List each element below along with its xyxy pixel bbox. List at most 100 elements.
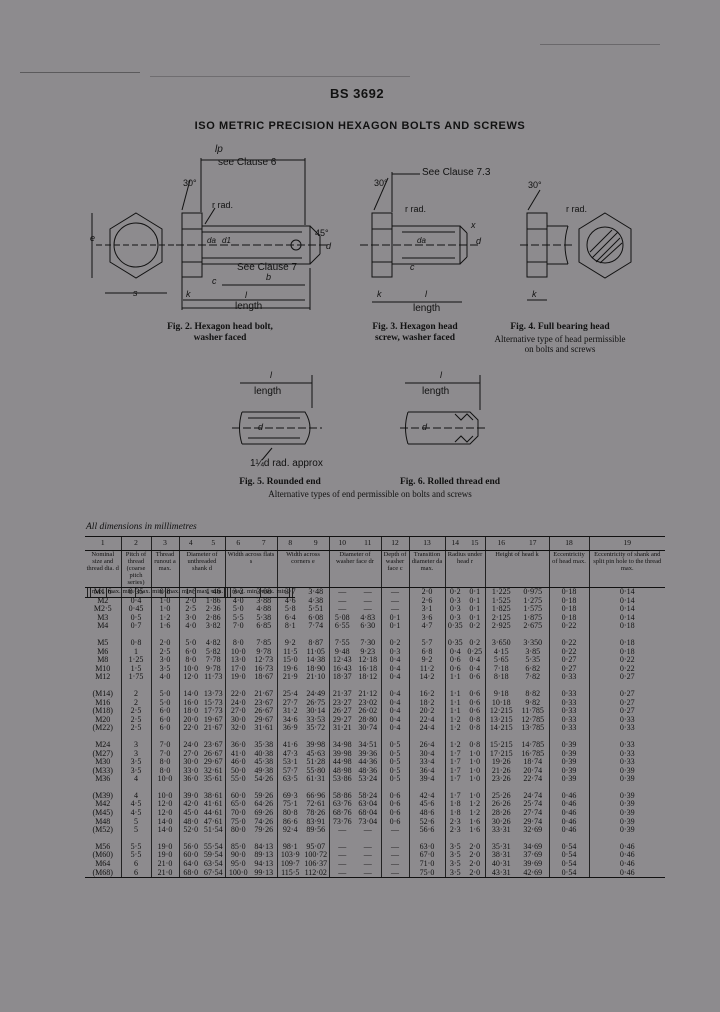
table-cell: 7·0 bbox=[150, 749, 179, 759]
table-cell: 0·18 bbox=[548, 605, 589, 614]
table-cell bbox=[85, 784, 121, 792]
table-cell: 0·2 bbox=[469, 622, 481, 631]
table-cell: 0·27 bbox=[588, 689, 665, 699]
table-cell: 1 bbox=[120, 647, 151, 657]
table-cell: 86·6 bbox=[276, 817, 303, 827]
table-cell: 1·86 bbox=[205, 596, 221, 605]
table-cell: 39·98 bbox=[306, 740, 326, 749]
table-cell: 6·82 bbox=[525, 664, 541, 673]
table-cell: 19·0 bbox=[224, 673, 251, 682]
table-cell: M6 bbox=[97, 647, 109, 656]
table-cell: 29·67 bbox=[254, 715, 274, 724]
table-cell: 23·67 bbox=[254, 698, 274, 707]
table-cell: 12·43 bbox=[328, 656, 355, 665]
table-cell: 8·87 bbox=[308, 638, 324, 647]
table-cell: 1·0 bbox=[469, 766, 481, 775]
table-cell: 0·27 bbox=[548, 656, 589, 665]
table-cell: 3·650 bbox=[484, 638, 517, 648]
table-cell bbox=[548, 681, 589, 690]
fig6-caption: Fig. 6. Rolled thread end bbox=[399, 477, 501, 487]
table-cell: 40·31 bbox=[484, 860, 517, 869]
table-cell: 5·5 bbox=[120, 842, 151, 852]
table-cell: 0·46 bbox=[588, 868, 665, 879]
table-cell: 2·0 bbox=[469, 851, 481, 860]
table-cell: 35·31 bbox=[484, 842, 517, 852]
table-cell: M4 bbox=[97, 622, 109, 631]
fig3-angle-label: 30° bbox=[374, 178, 388, 188]
fig5-rounded-end-drawing bbox=[232, 375, 322, 461]
fig2-clause7-label: See Clause 7 bbox=[237, 262, 298, 273]
table-cell: 22·0 bbox=[178, 724, 202, 733]
fig3-length-label: length bbox=[413, 303, 441, 314]
table-cell: 69·3 bbox=[276, 791, 303, 801]
table-cell: 10·0 bbox=[224, 647, 251, 657]
table-cell: 55·80 bbox=[306, 766, 326, 775]
table-cell bbox=[276, 834, 303, 843]
table-cell: 6·55 bbox=[328, 622, 355, 631]
table-cell: 0·4 bbox=[380, 724, 409, 733]
table-cell bbox=[484, 630, 517, 639]
table-cell: 1·575 bbox=[523, 605, 543, 614]
table-cell: 1·825 bbox=[484, 605, 517, 614]
table-cell: 30·26 bbox=[484, 817, 517, 827]
table-cell: 0·4 bbox=[380, 656, 409, 665]
table-cell: 3·5 bbox=[150, 664, 179, 674]
table-cell: 67·0 bbox=[408, 851, 445, 861]
table-cell: 0·6 bbox=[469, 698, 481, 707]
table-cell: 1·25 bbox=[120, 656, 151, 665]
table-cell: 27·0 bbox=[178, 749, 202, 759]
table-cell: 26·67 bbox=[254, 707, 274, 716]
row-spacer bbox=[85, 783, 665, 792]
table-cell: 31·2 bbox=[276, 707, 303, 716]
table-cell bbox=[150, 732, 179, 741]
table-cell: (M52) bbox=[92, 826, 113, 835]
table-cell bbox=[355, 682, 381, 690]
table-cell: 41·6 bbox=[276, 740, 303, 750]
table-cell bbox=[150, 630, 179, 639]
table-cell: 90·0 bbox=[224, 851, 251, 861]
fig2-caption: Fig. 2. Hexagon head bolt,washer faced bbox=[167, 322, 273, 343]
table-cell: 0·2 bbox=[444, 588, 465, 597]
table-cell: 8·0 bbox=[150, 758, 179, 767]
fig3-l-label: l bbox=[425, 289, 427, 299]
table-cell: 8·0 bbox=[224, 638, 251, 648]
table-cell: 0·14 bbox=[588, 613, 665, 623]
table-cell: 2 bbox=[120, 689, 151, 699]
table-cell: 5·7 bbox=[408, 638, 445, 648]
table-cell: 4 bbox=[120, 791, 151, 801]
table-cell: — bbox=[363, 588, 372, 596]
table-cell: 9·23 bbox=[360, 647, 376, 656]
table-cell: 0·39 bbox=[588, 800, 665, 810]
table-cell: 6·4 bbox=[276, 613, 303, 623]
dimensions-table: 1 2 3 4 5 6 7 8 9 10 11 12 13 14 15 16 1… bbox=[85, 536, 665, 879]
table-cell: 0·18 bbox=[548, 588, 589, 597]
table-cell: 4·83 bbox=[360, 613, 376, 622]
table-cell: 7·85 bbox=[256, 638, 272, 647]
table-cell: 26·75 bbox=[306, 698, 326, 707]
table-cell: 0·4 bbox=[469, 656, 481, 665]
table-cell bbox=[150, 783, 179, 792]
table-cell: 60·0 bbox=[178, 851, 202, 861]
table-cell: 31·61 bbox=[254, 724, 274, 733]
table-cell: 21·12 bbox=[358, 689, 378, 698]
row-spacer bbox=[85, 732, 665, 741]
table-cell bbox=[517, 733, 549, 741]
scan-mark bbox=[20, 72, 140, 73]
fig2-d-label: d bbox=[326, 241, 332, 251]
table-cell bbox=[251, 784, 277, 792]
table-cell: 5·35 bbox=[525, 656, 541, 665]
table-cell: 115·5 bbox=[276, 868, 303, 879]
table-cell: 29·74 bbox=[523, 817, 543, 826]
table-cell: 0·18 bbox=[548, 596, 589, 606]
table-cell: 0·27 bbox=[588, 707, 665, 716]
table-cell: 24·0 bbox=[178, 740, 202, 750]
table-cell: 0·54 bbox=[548, 842, 589, 852]
table-cell: 2·5 bbox=[120, 724, 151, 733]
